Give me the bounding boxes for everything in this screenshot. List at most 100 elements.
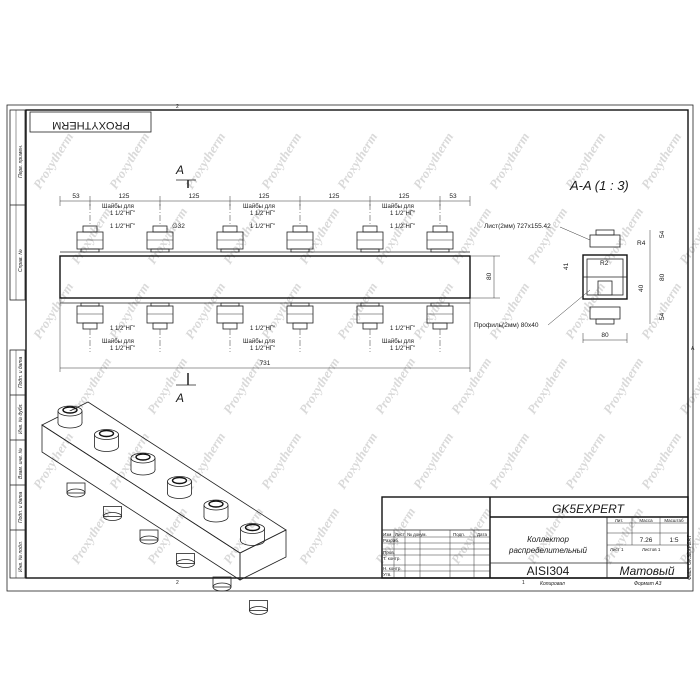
callout-sheet: Лист(2мм) 727x155.42 xyxy=(484,223,551,230)
watermark-text: Proxytherm xyxy=(486,130,532,192)
watermark-text: Proxytherm xyxy=(486,280,532,342)
fitting-top-washer xyxy=(150,248,170,253)
thread-label-bot-0a: 1 1/2"НГ" xyxy=(110,326,135,332)
fitting-bottom xyxy=(76,305,104,324)
section-width: 80 xyxy=(601,332,609,339)
thread-label-bot-1b: 1 1/2"НГ" xyxy=(250,346,275,352)
section-54-top: 54 xyxy=(659,230,666,238)
iso-nut-bore xyxy=(244,523,261,532)
watermark-text: Proxytherm xyxy=(68,205,114,267)
fitting-top-thread xyxy=(222,225,238,233)
fitting-top-thread xyxy=(82,225,98,233)
fitting-bottom-washer xyxy=(150,302,170,307)
side-label-1: Справ. № xyxy=(18,249,24,272)
iso-nut-top xyxy=(94,429,119,440)
iso-nut-bore xyxy=(171,476,188,485)
watermark-text: Proxytherm xyxy=(448,355,494,417)
washer-label-top-1: Шайбы для xyxy=(243,203,275,210)
iso-bottom-fitting xyxy=(249,600,268,611)
washer-label-bot-2: Шайбы для xyxy=(382,338,414,345)
section-mark-bottom: A xyxy=(175,391,184,405)
dim-diameter: ∅32 xyxy=(172,223,185,230)
sheet-frame xyxy=(6,104,694,592)
section-view: A-A (1 : 3) 80 R4 R2 54 80 54 40 41 Лист… xyxy=(474,178,666,343)
section-40: 40 xyxy=(638,284,645,292)
thread-label-top-0a: 1 1/2"НГ" xyxy=(110,211,135,217)
watermark-text: Proxytherm xyxy=(106,280,152,342)
thread-label-bot-0b: 1 1/2"НГ" xyxy=(110,346,135,352)
dim-top-1: 125 xyxy=(119,193,130,200)
fitting-top-washer xyxy=(80,248,100,253)
col-header-2: № докум. xyxy=(407,532,427,537)
callout-profile: Профиль(2мм) 80x40 xyxy=(474,322,539,329)
side-label-3: Инв. № дубл. xyxy=(18,403,24,434)
sheet-mark-top: 2 xyxy=(176,104,179,110)
washer-label-top-2: Шайбы для xyxy=(382,203,414,210)
title-block: GK5EXPERT Коллектор распределительный AI… xyxy=(381,496,693,587)
row-label-3: Н. контр. xyxy=(383,566,402,571)
thread-label-top-1a: 1 1/2"НГ" xyxy=(250,211,275,217)
mass-value: 7.26 xyxy=(640,537,653,544)
watermark-text: Proxytherm xyxy=(524,355,570,417)
side-label-5: Подп. и дата xyxy=(18,491,24,523)
fitting-bottom-thread xyxy=(432,322,448,330)
sheet-number: Лист 1 xyxy=(610,547,624,552)
title-name-line1: Коллектор xyxy=(527,535,569,544)
fitting-bottom-washer xyxy=(220,302,240,307)
left-stamp-column: Перв. примен. Справ. № Подп. и дата Инв.… xyxy=(9,109,26,579)
row-label-2: Т. контр. xyxy=(383,556,401,561)
fitting-top xyxy=(426,231,454,250)
format-label: Формат A3 xyxy=(634,581,662,587)
watermark-text: Proxytherm xyxy=(30,130,76,192)
dim-top-3: 125 xyxy=(259,193,270,200)
svg-text:PROXYTHERM: PROXYTHERM xyxy=(52,119,130,131)
fitting-top-thread xyxy=(152,225,168,233)
scale-header: Масштаб xyxy=(664,518,684,523)
row-label-1: Пров. xyxy=(383,550,395,555)
watermark-text: Proxytherm xyxy=(448,205,494,267)
title-finish: Матовый xyxy=(619,564,674,578)
washer-label-bot-1: Шайбы для xyxy=(243,338,275,345)
col-header-1: Лист xyxy=(395,532,405,537)
iso-bottom-fitting xyxy=(212,576,232,588)
watermark-text: Proxytherm xyxy=(68,505,114,567)
watermark-text: Proxytherm xyxy=(296,505,342,567)
section-title: A-A (1 : 3) xyxy=(569,178,629,193)
fitting-top-washer xyxy=(360,248,380,253)
mass-header: Масса xyxy=(639,518,653,523)
dim-top-6: 53 xyxy=(449,193,457,200)
thread-label-bot-2a: 1 1/2"НГ" xyxy=(390,326,415,332)
iso-nut-top xyxy=(167,476,192,487)
watermark-text: Proxytherm xyxy=(30,430,76,492)
watermark-text: Proxytherm xyxy=(372,355,418,417)
dim-total: 731 xyxy=(260,360,271,367)
iso-bottom-fitting xyxy=(139,529,159,541)
col-header-4: Дата xyxy=(477,532,487,537)
watermark-text: Proxytherm xyxy=(638,130,684,192)
title-code: GK5EXPERT xyxy=(552,502,625,516)
watermark-text: Proxytherm xyxy=(30,280,76,342)
row-label-0: Разраб. xyxy=(383,538,399,543)
vertical-code: Файл: GK5EXPERT xyxy=(686,534,693,580)
watermark-text: Proxytherm xyxy=(106,130,152,192)
dim-top-5: 125 xyxy=(399,193,410,200)
fitting-top-washer xyxy=(430,248,450,253)
fitting-top-washer xyxy=(290,248,310,253)
lit-header: Лит. xyxy=(615,518,623,523)
watermark-text: Proxytherm xyxy=(410,430,456,492)
watermark-text: Proxytherm xyxy=(144,505,190,567)
watermark-text: Proxytherm xyxy=(144,355,190,417)
section-r4: R4 xyxy=(637,240,646,247)
fitting-bottom-washer xyxy=(360,302,380,307)
dimensions-top: 53 125 125 125 125 125 53 ∅32 Шайбы для … xyxy=(59,193,471,230)
watermark-text: Proxytherm xyxy=(486,430,532,492)
fitting-bottom-thread xyxy=(82,322,98,330)
thread-label-top-0b: 1 1/2"НГ" xyxy=(110,224,135,230)
col-header-0: Изм xyxy=(383,532,391,537)
iso-nut-top xyxy=(130,452,156,464)
washer-label-top-0: Шайбы для xyxy=(102,203,134,210)
fitting-bottom-thread xyxy=(222,322,238,330)
iso-nut-bore xyxy=(135,453,151,461)
dimensions-bottom: 1 1/2"НГ" Шайбы для 1 1/2"НГ" 1 1/2"НГ" … xyxy=(59,255,500,372)
section-r2: R2 xyxy=(600,260,609,267)
